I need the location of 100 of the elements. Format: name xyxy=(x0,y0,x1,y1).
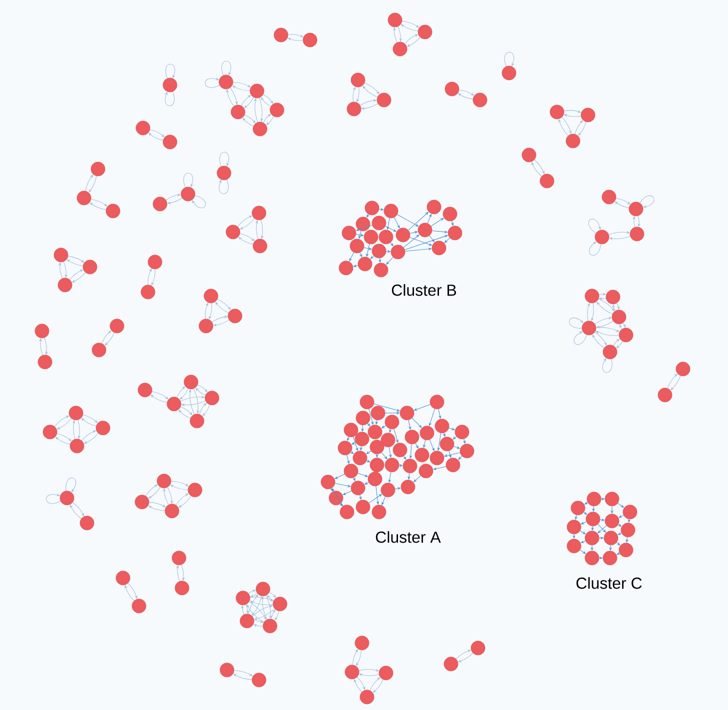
graph-node xyxy=(400,406,414,420)
cluster-label: Cluster A xyxy=(376,531,441,543)
graph-node xyxy=(364,200,380,216)
loop-arrow xyxy=(204,77,220,88)
graph-node xyxy=(34,324,50,338)
graph-node xyxy=(612,310,626,324)
graph-node xyxy=(442,206,458,222)
graph-node xyxy=(430,450,444,466)
graph-node xyxy=(444,82,460,96)
graph-node xyxy=(368,472,382,486)
graph-node xyxy=(82,260,98,274)
loop-arrow xyxy=(574,331,588,345)
arrow xyxy=(580,530,586,534)
arrow xyxy=(104,332,114,346)
graph-node xyxy=(344,422,358,438)
arrow xyxy=(332,488,344,506)
graph-node xyxy=(68,406,84,420)
arrow xyxy=(386,218,390,230)
graph-node xyxy=(116,570,130,586)
arrow xyxy=(574,514,578,520)
graph-node xyxy=(164,504,180,518)
graph-node xyxy=(604,530,618,546)
graph-node xyxy=(360,394,374,410)
graph-node xyxy=(172,550,186,566)
graph-node xyxy=(604,492,620,506)
arrow xyxy=(250,600,274,606)
graph-node xyxy=(162,134,178,150)
graph-node xyxy=(360,690,374,704)
graph-node xyxy=(90,162,106,176)
loop-arrow xyxy=(588,218,602,234)
graph-node xyxy=(390,244,406,260)
graph-node xyxy=(540,174,554,188)
graph-node xyxy=(602,550,618,566)
graph-node xyxy=(570,500,586,516)
graph-node xyxy=(566,134,580,148)
graph-node xyxy=(134,494,150,510)
arrow xyxy=(381,452,388,460)
graph-node xyxy=(262,618,278,634)
graph-node xyxy=(166,396,182,412)
graph-node xyxy=(190,414,204,428)
graph-node xyxy=(136,120,150,136)
graph-node xyxy=(350,238,364,254)
graph-node xyxy=(92,342,106,358)
cluster-label: Cluster C xyxy=(576,577,642,589)
arrow xyxy=(260,97,272,107)
arrow xyxy=(150,394,168,403)
loop-arrow xyxy=(218,179,229,194)
arrow xyxy=(444,452,460,458)
graph-node xyxy=(338,260,354,276)
graph-node xyxy=(388,12,402,28)
graph-node xyxy=(228,308,242,324)
graph-node xyxy=(346,102,362,116)
graph-node xyxy=(356,410,370,426)
arrow xyxy=(72,420,76,440)
graph-node xyxy=(380,432,396,448)
loop-arrow xyxy=(504,52,514,67)
arrow xyxy=(70,504,82,519)
arrow xyxy=(152,391,168,400)
graph-node xyxy=(236,590,250,606)
graph-node xyxy=(152,196,168,212)
graph-node xyxy=(328,490,344,506)
loop-arrow xyxy=(46,493,61,504)
graph-node xyxy=(138,382,152,398)
graph-node xyxy=(446,458,460,472)
arrow xyxy=(248,589,256,594)
graph-node xyxy=(184,374,198,390)
graph-node xyxy=(76,190,92,206)
graph-node xyxy=(156,474,172,488)
graph-node xyxy=(432,240,446,256)
arrow xyxy=(452,436,457,440)
graph-node xyxy=(58,278,72,292)
graph-node xyxy=(418,222,432,238)
graph-node xyxy=(352,450,368,466)
graph-node xyxy=(240,614,254,628)
graph-node xyxy=(472,92,488,108)
graph-node xyxy=(384,414,400,430)
arrow xyxy=(88,176,97,192)
loop-arrow xyxy=(219,152,230,167)
graph-node xyxy=(414,448,430,462)
arrow xyxy=(263,94,274,104)
graph-node xyxy=(378,230,394,244)
graph-node xyxy=(376,92,392,108)
graph-node xyxy=(174,580,190,596)
arrow xyxy=(72,502,84,516)
graph-node xyxy=(204,390,220,406)
graph-node xyxy=(342,226,356,240)
arrow xyxy=(254,608,275,620)
graph-node xyxy=(584,288,600,304)
graph-node xyxy=(252,122,268,136)
graph-node xyxy=(250,84,264,98)
graph-node xyxy=(580,108,596,122)
graph-node xyxy=(420,426,434,440)
graph-node xyxy=(566,538,582,554)
graph-node xyxy=(620,522,636,538)
graph-node xyxy=(220,662,234,678)
arrow xyxy=(438,408,442,419)
graph-node xyxy=(252,672,266,688)
graph-node xyxy=(354,432,370,446)
arrow xyxy=(430,218,444,226)
graph-node xyxy=(42,424,58,440)
